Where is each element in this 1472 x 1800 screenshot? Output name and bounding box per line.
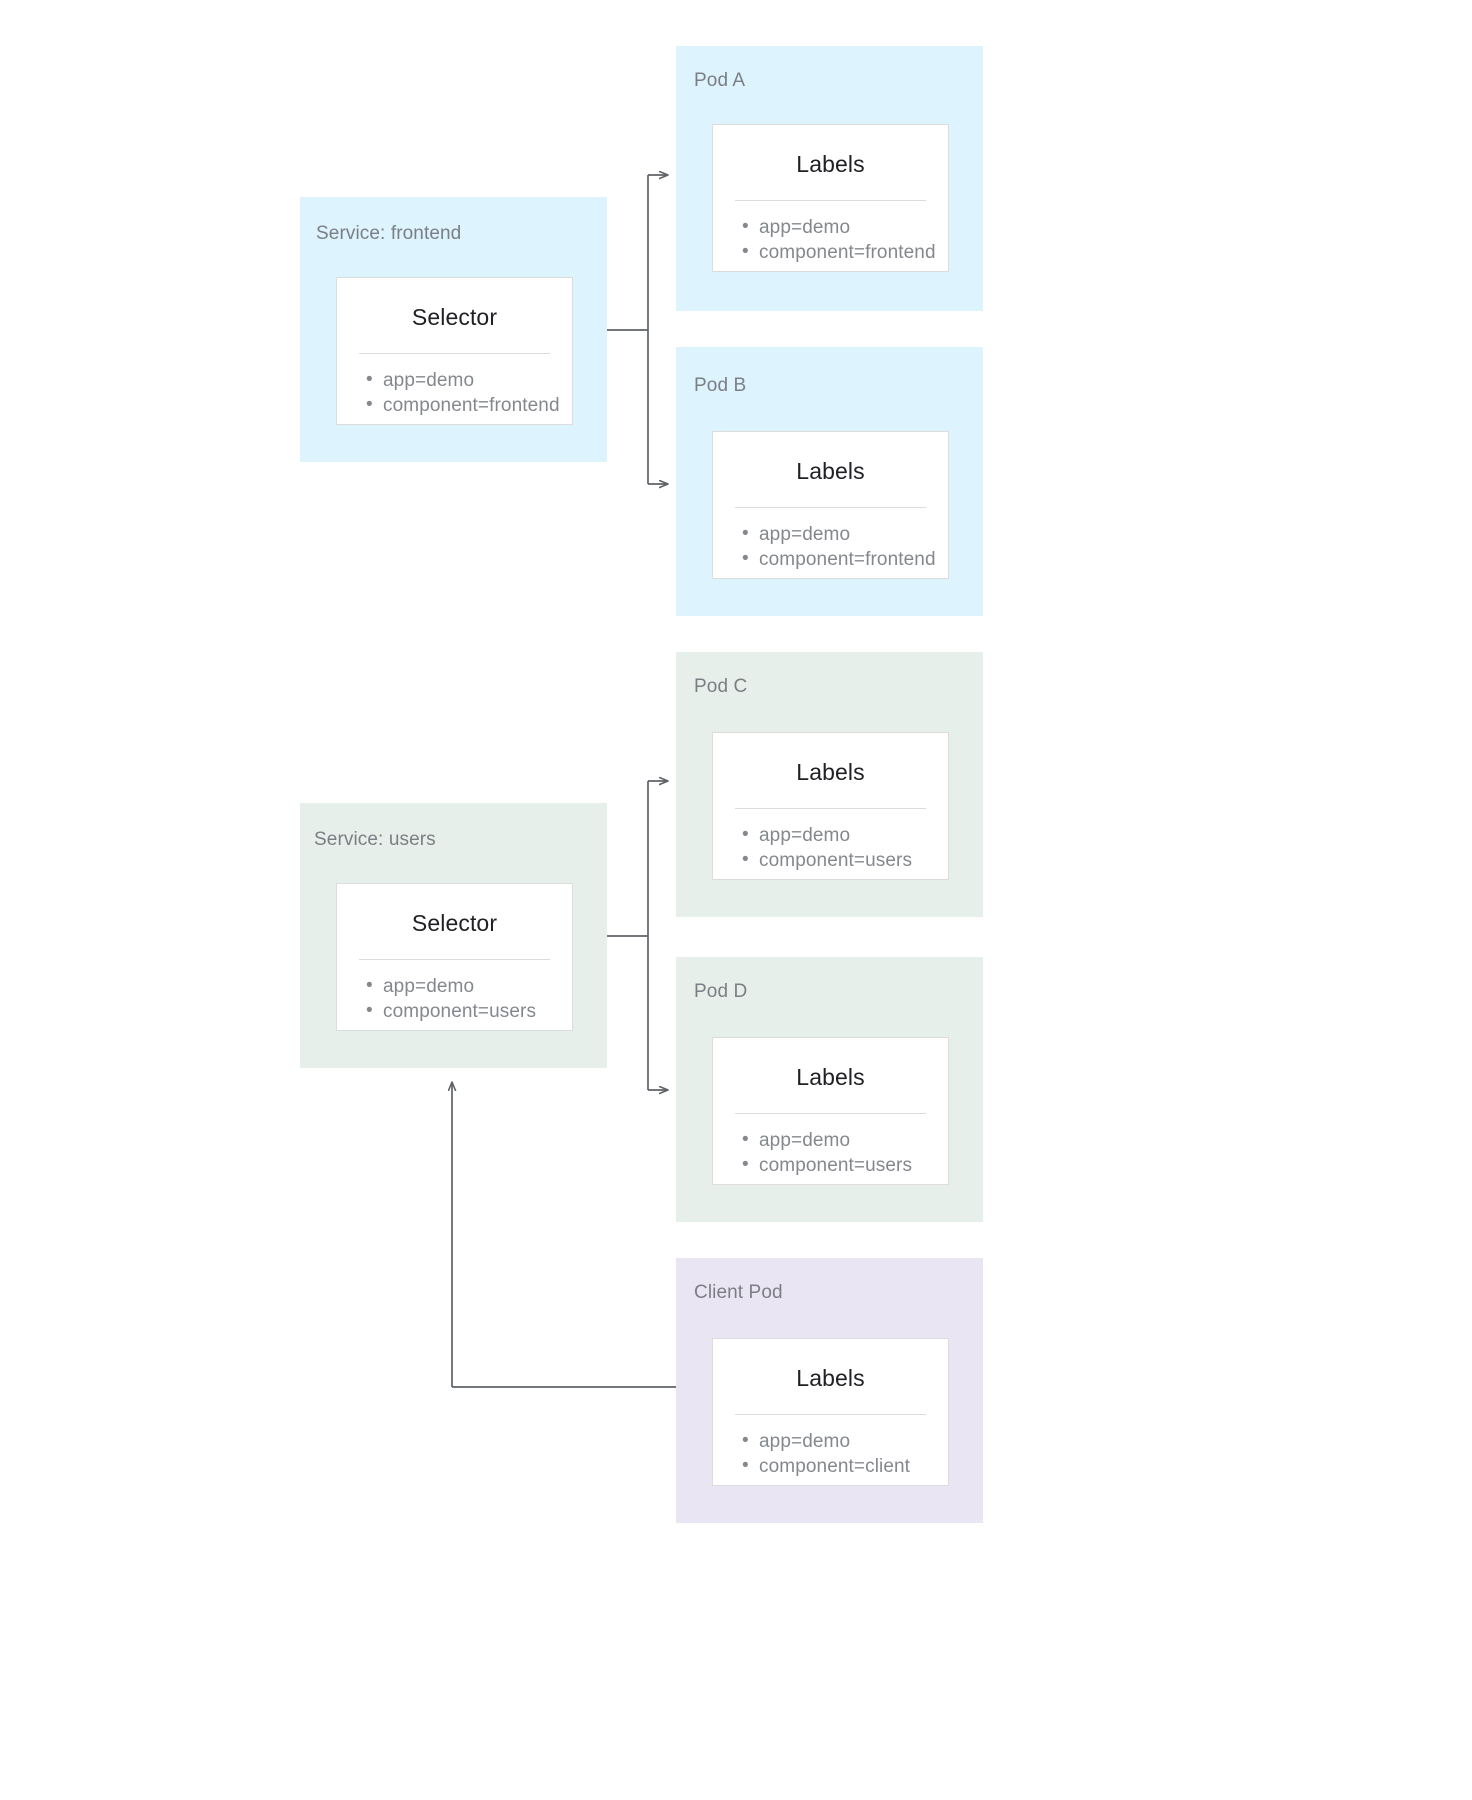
labels-card-title: Labels bbox=[796, 458, 865, 484]
client-pod-title: Client Pod bbox=[694, 1282, 783, 1303]
selector-card-title: Selector bbox=[411, 910, 498, 936]
labels-card-title: Labels bbox=[796, 1365, 865, 1391]
pod-b-group: Pod B Labels app=demo component=frontend bbox=[676, 347, 983, 616]
card-divider bbox=[735, 1113, 926, 1114]
pod-b-title: Pod B bbox=[694, 375, 747, 396]
client-pod-label-list: app=demo component=client bbox=[713, 1415, 948, 1479]
list-item: component=frontend bbox=[742, 546, 948, 572]
pod-a-title: Pod A bbox=[694, 70, 746, 91]
service-users-selector-card: Selector app=demo component=users bbox=[336, 883, 573, 1031]
client-pod-labels-card: Labels app=demo component=client bbox=[712, 1338, 949, 1486]
pod-b-labels-card: Labels app=demo component=frontend bbox=[712, 431, 949, 579]
pod-a-group: Pod A Labels app=demo component=frontend bbox=[676, 46, 983, 311]
connector-frontend-to-pods bbox=[607, 175, 668, 484]
labels-card-title: Labels bbox=[796, 151, 865, 177]
pod-b-label-list: app=demo component=frontend bbox=[713, 508, 948, 572]
pod-c-labels-card: Labels app=demo component=users bbox=[712, 732, 949, 880]
pod-a-label-list: app=demo component=frontend bbox=[713, 201, 948, 265]
selector-label-list: app=demo component=users bbox=[337, 960, 572, 1024]
pod-d-title: Pod D bbox=[694, 981, 748, 1002]
service-frontend-group: Service: frontend Selector app=demo comp… bbox=[300, 197, 607, 462]
service-users-title: Service: users bbox=[314, 829, 436, 850]
selector-label-list: app=demo component=frontend bbox=[337, 354, 572, 418]
list-item: app=demo bbox=[366, 973, 572, 999]
list-item: component=client bbox=[742, 1453, 948, 1479]
list-item: app=demo bbox=[366, 367, 572, 393]
selector-card-title: Selector bbox=[411, 304, 498, 330]
pod-d-label-list: app=demo component=users bbox=[713, 1114, 948, 1178]
list-item: app=demo bbox=[742, 822, 948, 848]
pod-d-group: Pod D Labels app=demo component=users bbox=[676, 957, 983, 1222]
client-pod-group: Client Pod Labels app=demo component=cli… bbox=[676, 1258, 983, 1523]
service-users-group: Service: users Selector app=demo compone… bbox=[300, 803, 607, 1068]
service-frontend-title: Service: frontend bbox=[316, 223, 462, 244]
pod-c-group: Pod C Labels app=demo component=users bbox=[676, 652, 983, 917]
list-item: app=demo bbox=[742, 214, 948, 240]
service-frontend-selector-card: Selector app=demo component=frontend bbox=[336, 277, 573, 425]
card-divider bbox=[735, 507, 926, 508]
pod-c-title: Pod C bbox=[694, 676, 748, 697]
list-item: app=demo bbox=[742, 1428, 948, 1454]
pod-c-label-list: app=demo component=users bbox=[713, 809, 948, 873]
card-divider bbox=[735, 1414, 926, 1415]
labels-card-title: Labels bbox=[796, 1064, 865, 1090]
card-divider bbox=[359, 959, 550, 960]
card-divider bbox=[735, 200, 926, 201]
list-item: app=demo bbox=[742, 1127, 948, 1153]
pod-d-labels-card: Labels app=demo component=users bbox=[712, 1037, 949, 1185]
card-divider bbox=[735, 808, 926, 809]
card-divider bbox=[359, 353, 550, 354]
connector-users-to-pods bbox=[607, 781, 668, 1090]
pod-a-labels-card: Labels app=demo component=frontend bbox=[712, 124, 949, 272]
list-item: component=users bbox=[366, 998, 572, 1024]
connector-client-to-users bbox=[452, 1082, 676, 1388]
list-item: component=frontend bbox=[742, 239, 948, 265]
list-item: component=users bbox=[742, 1152, 948, 1178]
list-item: component=users bbox=[742, 847, 948, 873]
list-item: app=demo bbox=[742, 521, 948, 547]
list-item: component=frontend bbox=[366, 392, 572, 418]
labels-card-title: Labels bbox=[796, 759, 865, 785]
